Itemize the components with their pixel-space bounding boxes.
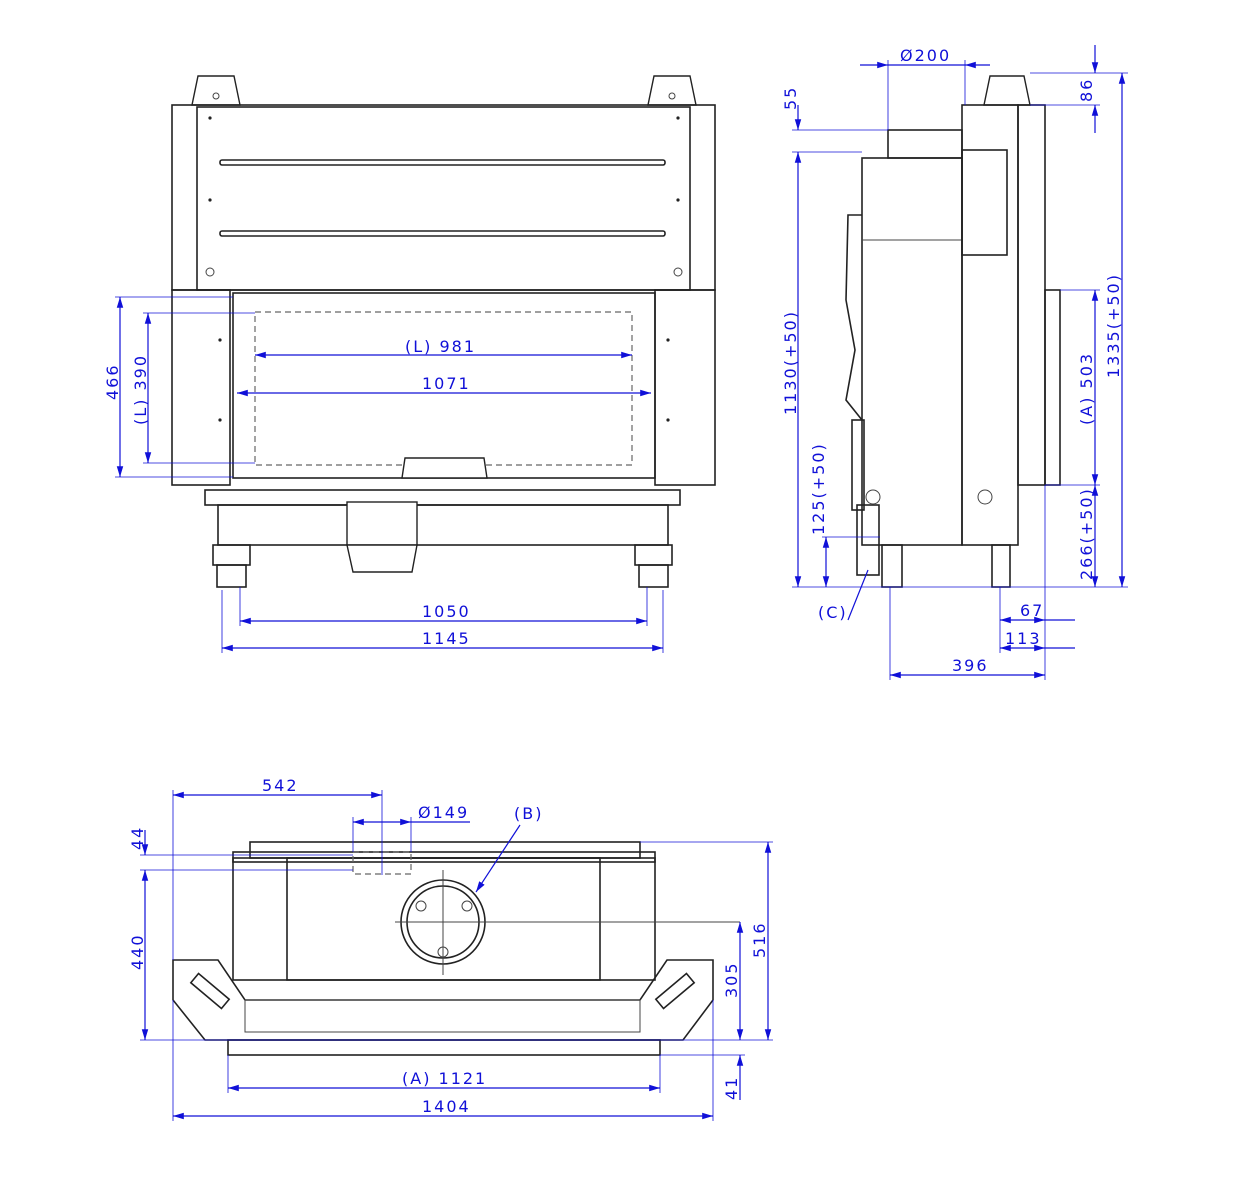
body-top (232, 857, 656, 981)
dim-44: 44 (128, 826, 147, 850)
dim-1404: 1404 (422, 1097, 471, 1116)
foot-right (638, 564, 669, 588)
dim-305: 305 (722, 961, 741, 998)
left-column (171, 289, 231, 486)
dim-542: 542 (262, 776, 299, 795)
dim-125: 125(+50) (809, 442, 828, 535)
dim-149: Ø149 (418, 803, 469, 822)
door-handle (401, 457, 488, 479)
dim-440: 440 (128, 933, 147, 970)
dim-466: 466 (103, 363, 122, 400)
dim-1121: (A) 1121 (402, 1069, 487, 1088)
right-column (654, 289, 716, 486)
air-box (346, 501, 418, 546)
top-bar-1 (219, 159, 666, 166)
dim-1145: 1145 (422, 629, 471, 648)
dim-1130: 1130(+50) (781, 310, 800, 415)
dim-55: 55 (781, 86, 800, 110)
dim-67: 67 (1020, 601, 1044, 620)
lifting-handle-left (191, 75, 241, 106)
front-view: 466 (L) 390 (L) 981 1071 1050 1145 (103, 75, 716, 653)
dim-396: 396 (952, 656, 989, 675)
visible-glass (254, 311, 633, 466)
dim-41: 41 (722, 1076, 741, 1100)
dim-1071: 1071 (422, 374, 471, 393)
dim-1335: 1335(+50) (1104, 273, 1123, 378)
label-c: (C) (818, 603, 848, 622)
top-view: 542 Ø149 (B) 44 440 516 305 41 (A) 1121 … (128, 776, 773, 1121)
dim-200: Ø200 (900, 46, 951, 65)
dim-113: 113 (1005, 629, 1042, 648)
base (217, 504, 669, 546)
label-b: (B) (514, 804, 543, 823)
dim-981: (L) 981 (405, 337, 476, 356)
lifting-handle-right (647, 75, 697, 106)
side-view: Ø200 55 1130(+50) 86 1335(+50) (A) 503 2… (781, 45, 1128, 680)
dim-503: (A) 503 (1077, 352, 1096, 425)
base-frame (172, 959, 714, 1041)
dim-266: 266(+50) (1077, 487, 1096, 580)
flue-collar (887, 129, 963, 159)
dim-1050: 1050 (422, 602, 471, 621)
dim-516: 516 (750, 921, 769, 958)
dim-390: (L) 390 (131, 354, 150, 425)
top-bar-2 (219, 230, 666, 237)
foot-left (216, 564, 247, 588)
dim-86: 86 (1077, 78, 1096, 102)
